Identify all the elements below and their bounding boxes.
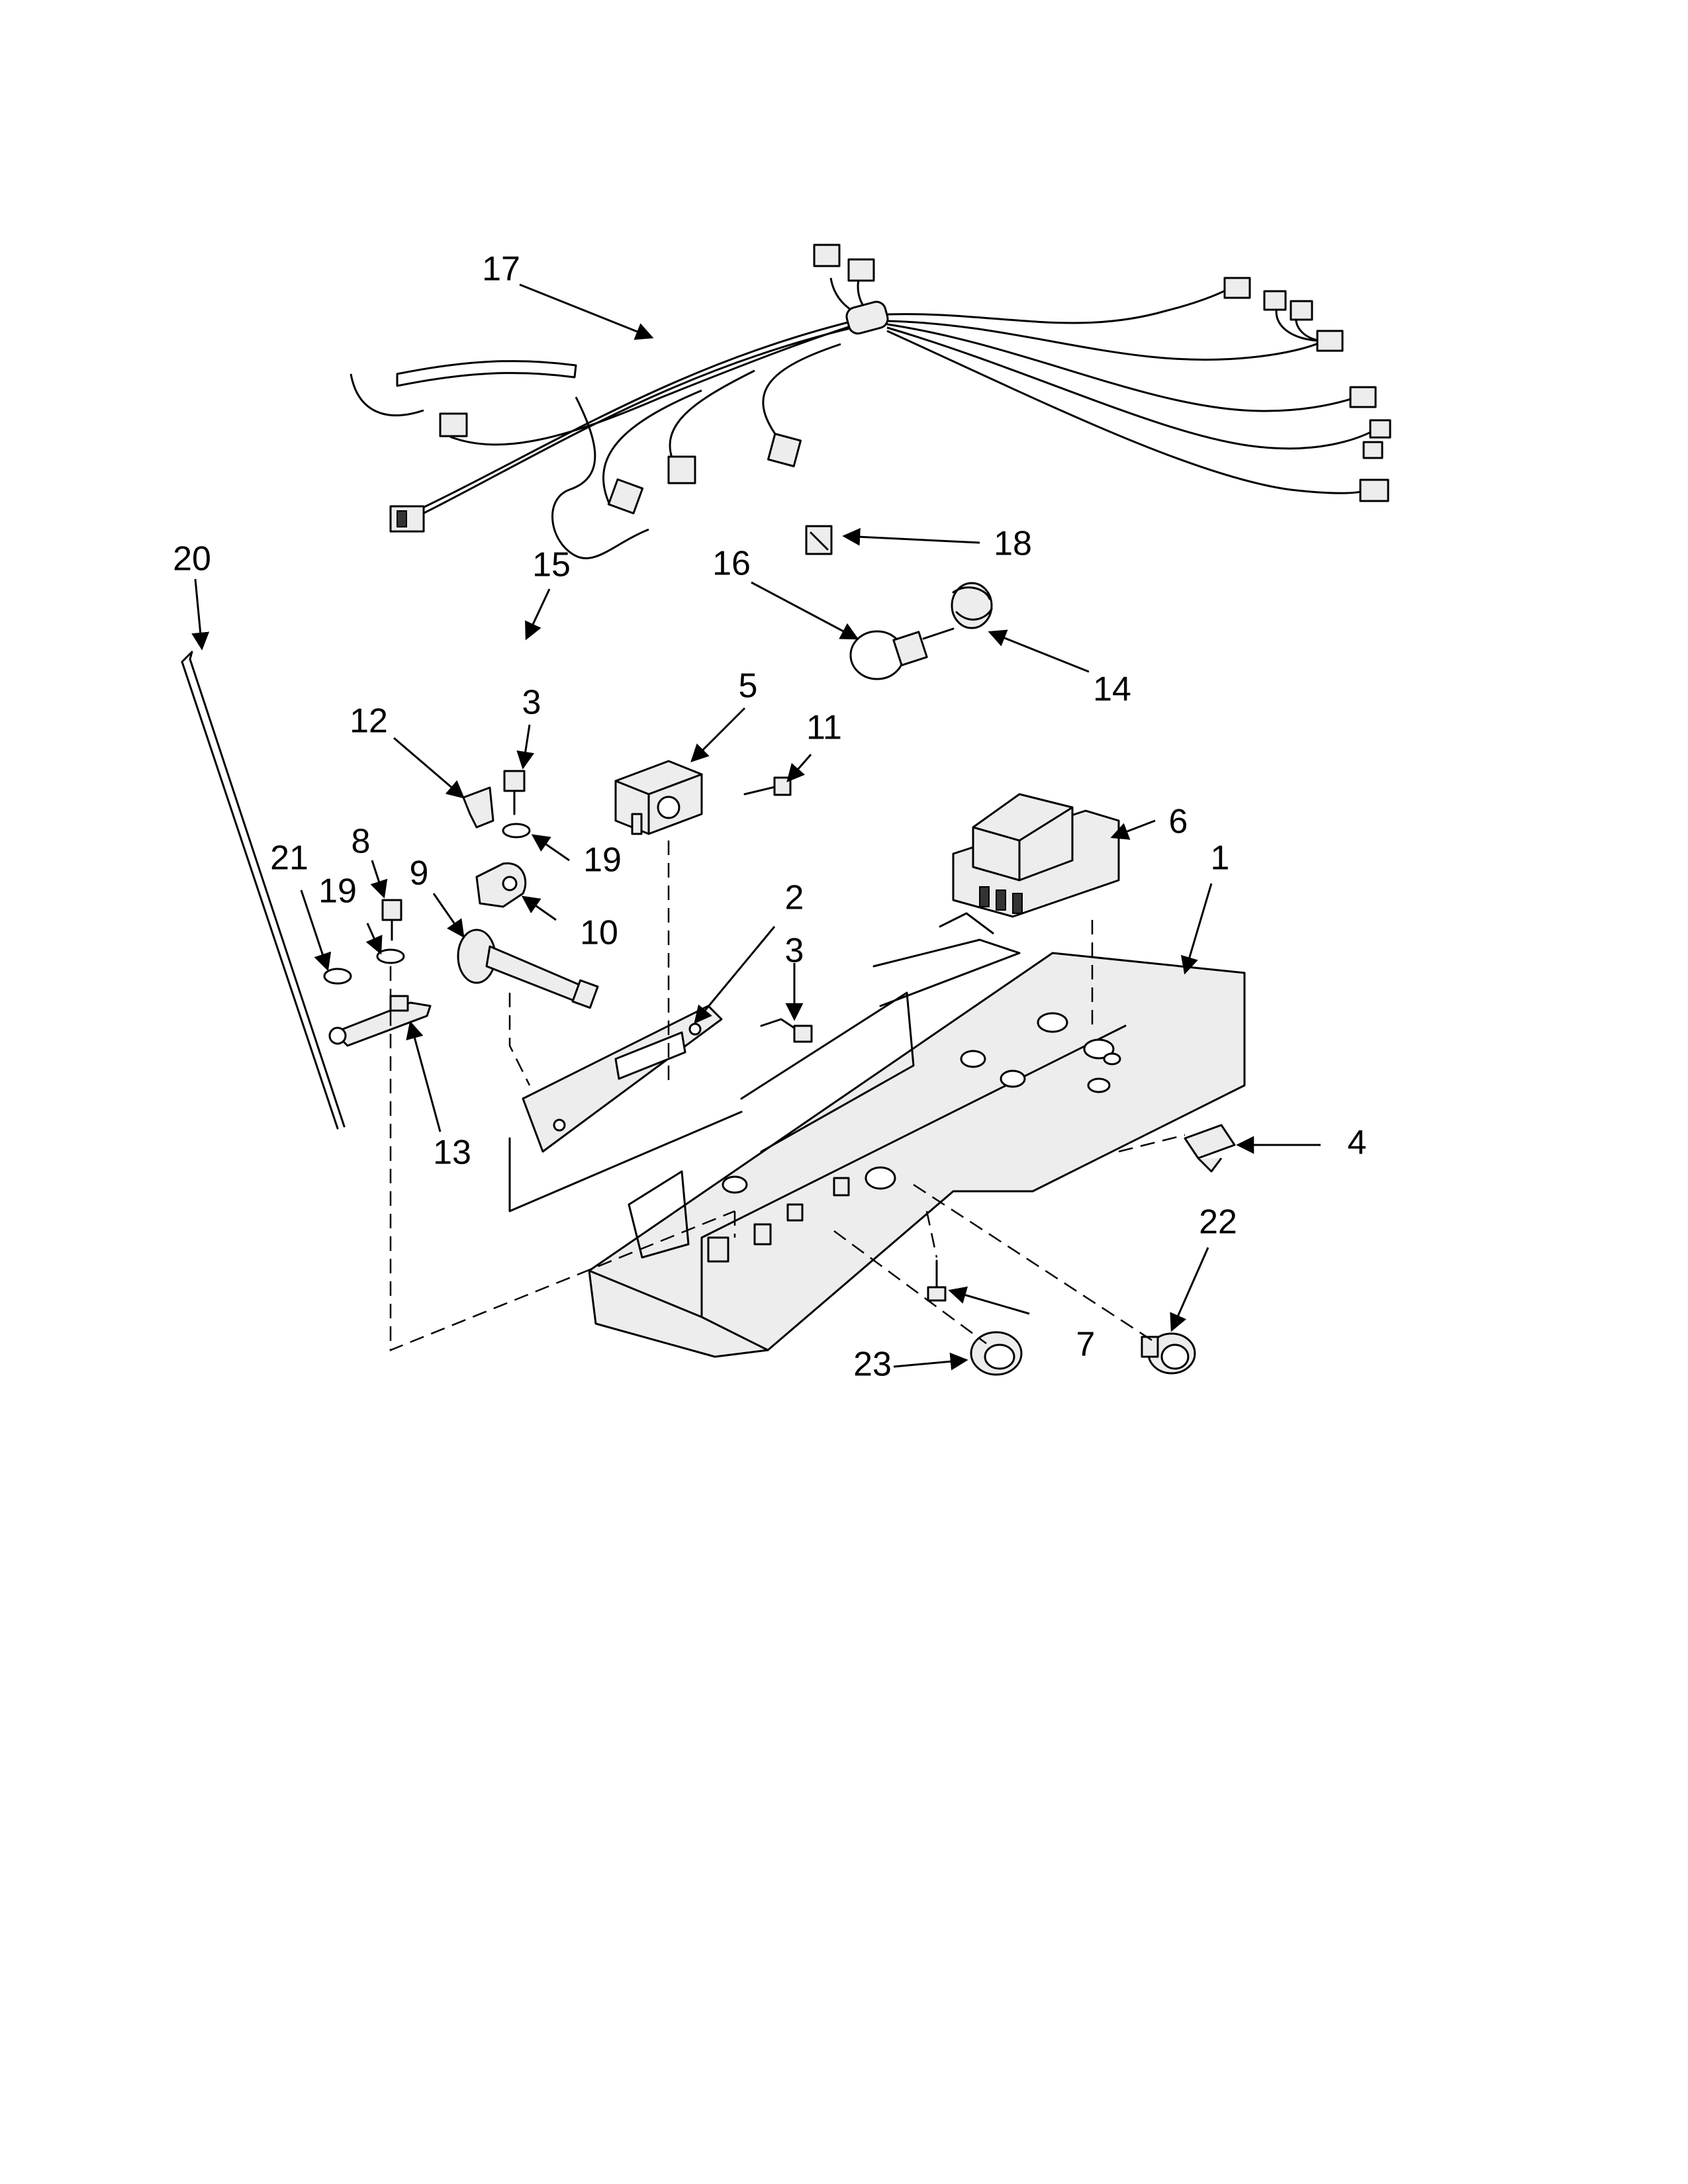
part-16-light-bulb xyxy=(849,627,955,680)
part-22-button xyxy=(1141,1332,1196,1375)
leader-arrows xyxy=(191,283,1321,1371)
callout-16: 16 xyxy=(712,545,751,583)
part-15-capillary-tube xyxy=(350,360,649,560)
callout-3-lower: 3 xyxy=(785,932,804,970)
part-12-bracket xyxy=(462,786,494,829)
part-17-wire-harness xyxy=(389,244,1391,533)
part-21-washer xyxy=(323,968,352,985)
callout-1: 1 xyxy=(1211,839,1230,878)
callout-21: 21 xyxy=(270,839,308,878)
callout-6: 6 xyxy=(1169,803,1188,841)
callout-19-lower: 19 xyxy=(318,872,357,911)
alignment-lines xyxy=(389,841,1186,1351)
callout-17: 17 xyxy=(482,250,520,289)
part-4-switch xyxy=(1184,1124,1236,1173)
callout-23: 23 xyxy=(853,1345,892,1384)
part-23-button xyxy=(970,1331,1023,1376)
part-19-washer-lower xyxy=(376,948,405,964)
callout-13: 13 xyxy=(433,1134,471,1172)
callout-9: 9 xyxy=(410,854,429,893)
callout-2: 2 xyxy=(785,879,804,917)
callout-11: 11 xyxy=(806,709,842,747)
part-7-screw xyxy=(927,1259,947,1302)
part-10-bracket xyxy=(475,862,527,908)
part-6-defrost-timer xyxy=(952,793,1120,918)
part-9-control-shaft xyxy=(457,929,599,1009)
part-18-clip xyxy=(805,525,833,555)
callout-15: 15 xyxy=(532,546,571,584)
callout-7: 7 xyxy=(1076,1326,1096,1364)
part-8-screw xyxy=(381,899,402,941)
callout-4: 4 xyxy=(1348,1124,1367,1162)
callout-19-upper: 19 xyxy=(583,841,622,880)
part-2-mounting-bracket xyxy=(508,1005,743,1212)
part-5-thermostat xyxy=(614,760,703,835)
part-3-screw-upper xyxy=(503,770,526,815)
callout-3-upper: 3 xyxy=(522,684,541,722)
part-19-washer-upper xyxy=(502,823,531,839)
part-3-screw-lower xyxy=(760,1018,813,1043)
callout-14: 14 xyxy=(1093,670,1131,709)
callout-20: 20 xyxy=(173,540,211,578)
part-14-light-socket xyxy=(951,582,993,629)
callout-12: 12 xyxy=(350,702,388,741)
callout-22: 22 xyxy=(1199,1203,1237,1242)
part-11-screw xyxy=(743,776,792,796)
part-1-control-housing xyxy=(588,912,1246,1358)
callout-5: 5 xyxy=(739,667,758,705)
callout-8: 8 xyxy=(352,823,371,861)
callout-labels: 17 18 16 14 15 20 5 12 3 11 19 8 21 19 9… xyxy=(173,250,1366,1384)
part-20-rod xyxy=(181,651,346,1130)
callout-18: 18 xyxy=(994,525,1032,563)
callout-10: 10 xyxy=(580,914,618,952)
